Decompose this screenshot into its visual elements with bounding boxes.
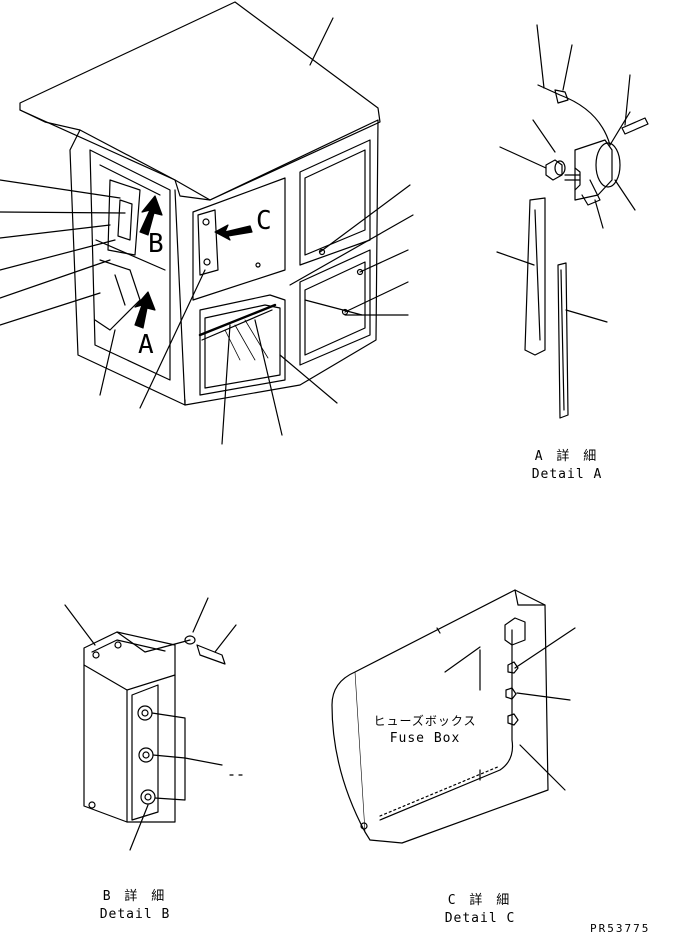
marker-a: A	[138, 330, 154, 360]
arrow-a	[134, 291, 156, 329]
detail-a-title-ja: A 詳 細	[534, 449, 600, 464]
arrow-b	[139, 195, 163, 236]
marker-c: C	[256, 206, 272, 236]
marker-b: B	[148, 229, 164, 259]
detail-a-title-en: Detail A	[531, 467, 603, 482]
detail-c-title-en: Detail C	[444, 911, 516, 926]
detail-b-title-ja: B 詳 細	[102, 889, 168, 904]
detail-c-title-ja: C 詳 細	[447, 893, 513, 908]
detail-b-title-en: Detail B	[99, 907, 171, 922]
cab-assembly	[0, 1, 414, 445]
cab-front	[184, 119, 379, 406]
fuse-box-label-en: Fuse Box	[389, 731, 461, 746]
detail-a-drawing	[496, 24, 649, 419]
arrow-c	[214, 224, 253, 241]
detail-b-drawing	[64, 597, 249, 851]
fuse-box-label-ja: ヒューズボックス	[373, 714, 477, 728]
detail-c-drawing	[331, 589, 576, 844]
cab-left-side	[69, 129, 186, 406]
drawing-code: PR53775	[590, 922, 651, 935]
